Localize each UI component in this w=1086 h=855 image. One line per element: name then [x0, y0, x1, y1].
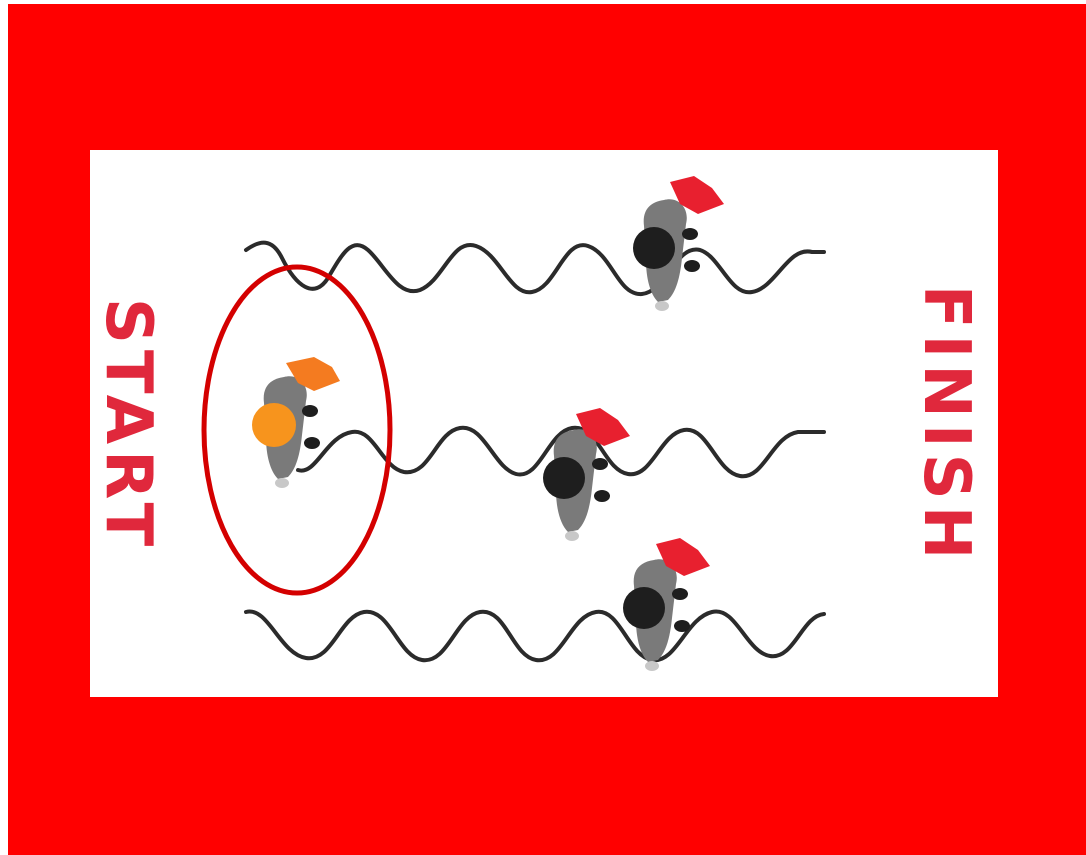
player-middle-head — [543, 457, 585, 499]
finish-label: FINISH — [914, 285, 978, 566]
player-top — [633, 176, 724, 311]
player-bottom-head — [623, 587, 665, 629]
player-middle — [543, 408, 630, 541]
highlighted-player-head — [252, 403, 296, 447]
start-label: START — [96, 298, 160, 552]
player-top-head — [633, 227, 675, 269]
rope-bottom — [246, 611, 824, 660]
rope-top — [246, 243, 824, 294]
highlighted-player — [252, 357, 340, 488]
